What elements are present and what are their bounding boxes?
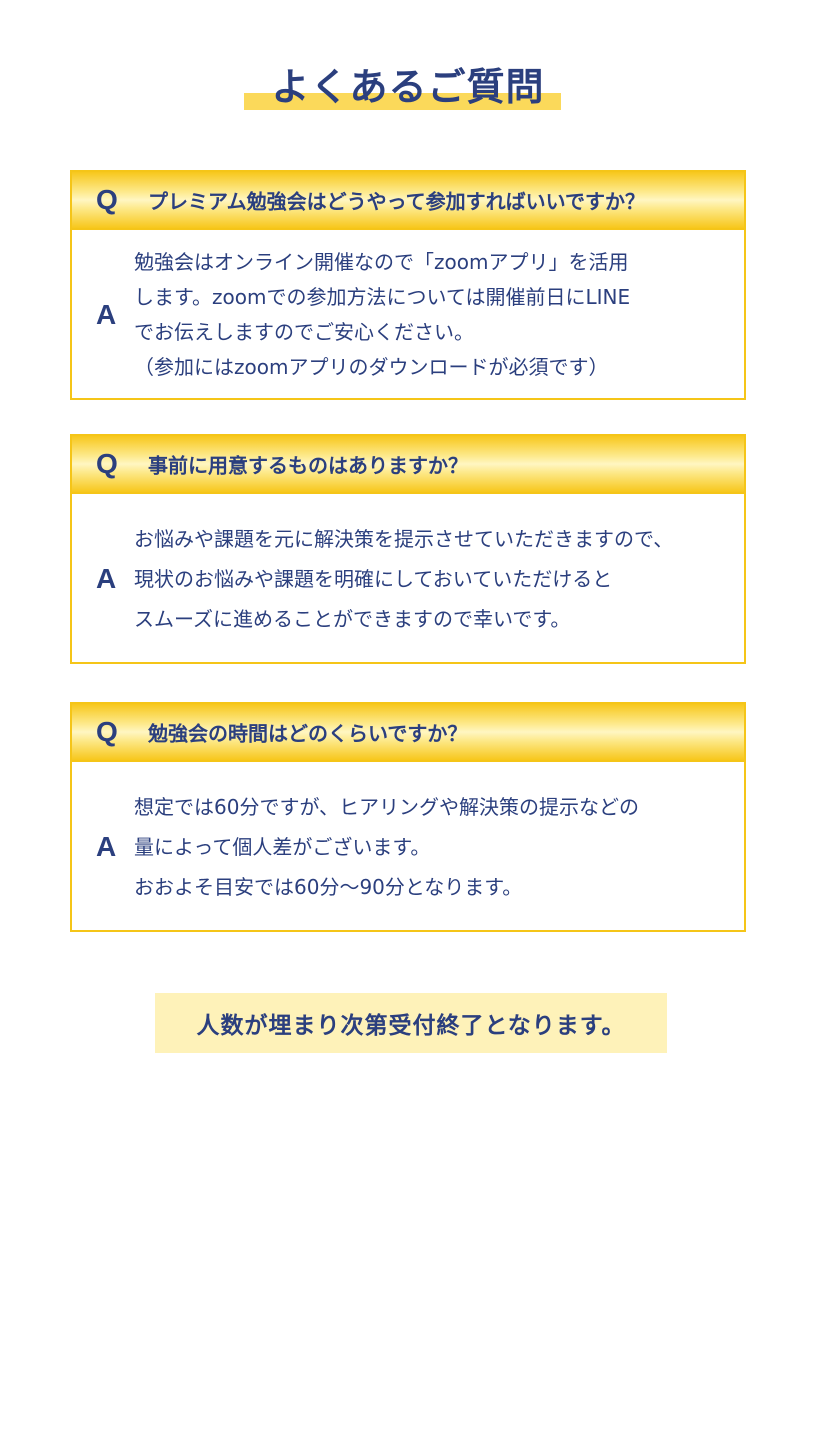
answer-line: 現状のお悩みや課題を明確にしておいていただけると	[134, 567, 613, 591]
answer-mark-label: A	[96, 831, 117, 862]
faq-answer-box: A 想定では60分ですが、ヒアリングや解決策の提示などの 量によって個人差がござ…	[72, 762, 744, 932]
answer-line: 勉強会はオンライン開催なので「zoomアプリ」を活用	[134, 250, 629, 274]
faq-answer-text: 想定では60分ですが、ヒアリングや解決策の提示などの 量によって個人差がございま…	[134, 787, 639, 907]
faq-question-text: 勉強会の時間はどのくらいですか？	[148, 721, 468, 746]
title-highlight-bar	[244, 93, 561, 110]
faq-question-text: プレミアム勉強会はどうやって参加すればいいですか？	[148, 189, 645, 214]
closing-notice: 人数が埋まり次第受付終了となります。	[155, 993, 667, 1053]
answer-line: （参加にはzoomアプリのダウンロードが必須です）	[134, 355, 609, 379]
answer-line: お悩みや課題を元に解決策を提示させていただきますので、	[134, 527, 674, 551]
question-mark-label: Q	[96, 716, 118, 747]
answer-line: 想定では60分ですが、ヒアリングや解決策の提示などの	[134, 795, 640, 819]
faq-item-2: Q 事前に用意するものはありますか？ A お悩みや課題を元に解決策を提示させてい…	[70, 434, 746, 664]
question-mark-label: Q	[96, 448, 118, 479]
answer-line: おおよそ目安では60分〜90分となります。	[134, 875, 523, 899]
answer-mark-label: A	[96, 563, 117, 594]
faq-item-3: Q 勉強会の時間はどのくらいですか？ A 想定では60分ですが、ヒアリングや解決…	[70, 702, 746, 932]
faq-answer-text: お悩みや課題を元に解決策を提示させていただきますので、 現状のお悩みや課題を明確…	[134, 519, 673, 639]
faq-question-bar: Q 勉強会の時間はどのくらいですか？	[72, 704, 744, 762]
answer-line: します。zoomでの参加方法については開催前日にLINE	[134, 285, 631, 309]
question-mark-label: Q	[96, 184, 118, 215]
faq-answer-box: A お悩みや課題を元に解決策を提示させていただきますので、 現状のお悩みや課題を…	[72, 494, 744, 664]
faq-question-bar: Q 事前に用意するものはありますか？	[72, 436, 744, 494]
faq-answer-box: A 勉強会はオンライン開催なので「zoomアプリ」を活用 します。zoomでの参…	[72, 230, 744, 400]
faq-answer-text: 勉強会はオンライン開催なので「zoomアプリ」を活用 します。zoomでの参加方…	[134, 245, 630, 385]
page-title: よくあるご質問	[271, 65, 545, 109]
answer-line: 量によって個人差がございます。	[134, 835, 431, 859]
answer-mark-label: A	[96, 299, 117, 330]
faq-question-text: 事前に用意するものはありますか？	[148, 453, 468, 478]
faq-header: よくあるご質問	[0, 58, 816, 116]
faq-item-1: Q プレミアム勉強会はどうやって参加すればいいですか？ A 勉強会はオンライン開…	[70, 170, 746, 400]
faq-question-bar: Q プレミアム勉強会はどうやって参加すればいいですか？	[72, 172, 744, 230]
answer-line: でお伝えしますのでご安心ください。	[134, 320, 474, 344]
answer-line: スムーズに進めることができますので幸いです。	[134, 607, 571, 631]
